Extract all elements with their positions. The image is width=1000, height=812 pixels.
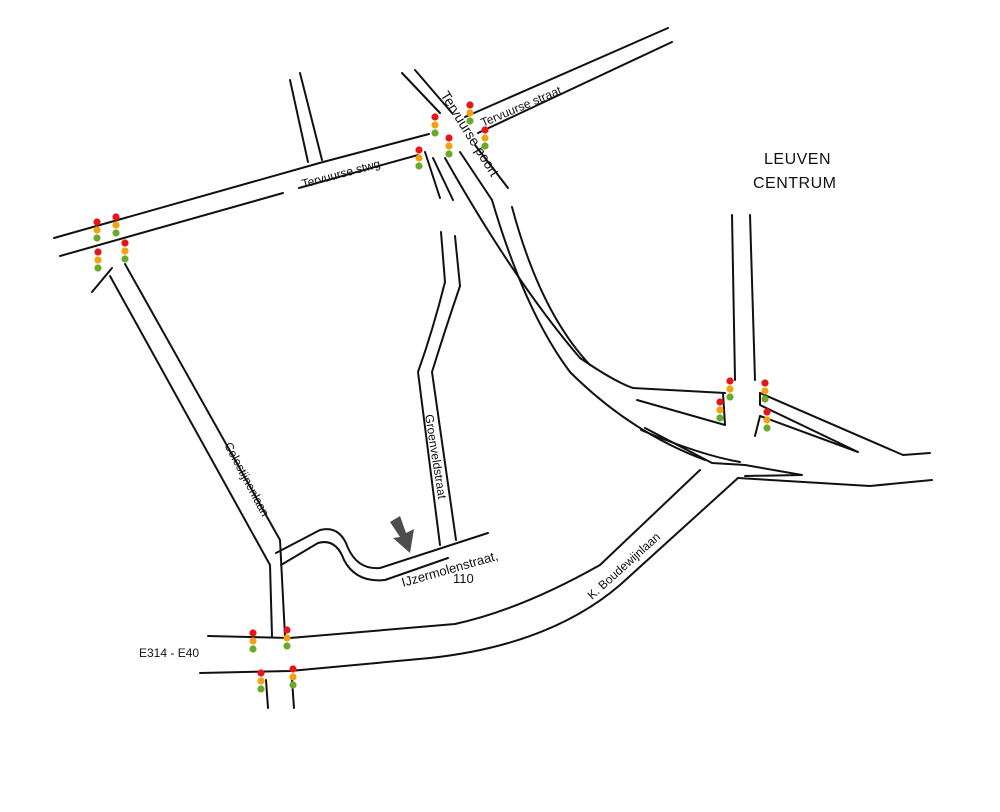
road-ijzermolenstraat-south xyxy=(280,541,449,582)
traffic-light-icon xyxy=(289,665,297,689)
road-junction-north-west xyxy=(731,214,736,381)
traffic-lights xyxy=(93,101,771,693)
down-arrow-icon xyxy=(390,516,414,553)
traffic-light-icon xyxy=(249,629,257,653)
road-ring-outer xyxy=(444,157,726,394)
street-label-highway: E314 - E40 xyxy=(139,646,199,660)
road-junction-triangle-east xyxy=(754,392,859,453)
road-north-side-street xyxy=(289,72,323,163)
road-ring-inner xyxy=(491,199,706,461)
traffic-light-icon xyxy=(283,626,291,650)
street-label-tervuurse-stwg: Tervuurse stwg xyxy=(300,156,382,190)
road-junction-north-east xyxy=(749,214,756,381)
traffic-light-icon xyxy=(763,408,771,432)
road-network xyxy=(53,27,933,709)
traffic-light-icon xyxy=(415,146,423,170)
traffic-light-icon xyxy=(716,398,724,422)
traffic-light-icon xyxy=(726,377,734,401)
traffic-light-icon xyxy=(466,101,474,125)
destination-label-line2: 110 xyxy=(453,571,474,586)
road-e314-south xyxy=(199,477,739,674)
area-label-line2: CENTRUM xyxy=(753,175,837,192)
traffic-light-icon xyxy=(445,134,453,158)
traffic-light-icon xyxy=(94,248,102,272)
road-e314-north xyxy=(207,469,701,639)
area-label-line1: LEUVEN xyxy=(764,151,831,168)
road-ijzermolenstraat-north xyxy=(275,528,489,570)
road-tervuurse-stwg-top xyxy=(53,133,430,239)
traffic-light-icon xyxy=(481,126,489,150)
road-tervuurse-stwg-bottom xyxy=(59,154,419,257)
street-label-groenveldstraat: Groenveldstraat xyxy=(422,413,449,500)
road-link-street xyxy=(424,151,461,287)
road-celestijnenlaan-east xyxy=(124,263,286,637)
road-junction-triangle-west xyxy=(636,392,726,426)
road-groenveldstraat-east xyxy=(431,285,461,541)
road-tervuurse-poort xyxy=(401,69,509,201)
traffic-light-icon xyxy=(761,379,769,403)
road-junction-inner xyxy=(640,429,741,463)
road-groenveldstraat-west xyxy=(417,281,446,546)
traffic-light-icon xyxy=(431,113,439,137)
street-label-celestijnenlaan: Celestijnenlaan xyxy=(221,440,272,519)
traffic-light-icon xyxy=(93,218,101,242)
road-junction-east-arm xyxy=(759,392,931,456)
traffic-light-icon xyxy=(121,239,129,263)
road-boudewijnlaan-east xyxy=(737,477,933,487)
road-celestijnenlaan-west xyxy=(109,275,273,637)
traffic-light-icon xyxy=(257,669,265,693)
road-tervuurse-straat xyxy=(464,27,673,134)
traffic-light-icon xyxy=(112,213,120,237)
road-junction-lower xyxy=(644,427,803,477)
road-ring-curve-2 xyxy=(511,206,591,366)
road-celestijnenlaan-stub xyxy=(91,267,113,293)
